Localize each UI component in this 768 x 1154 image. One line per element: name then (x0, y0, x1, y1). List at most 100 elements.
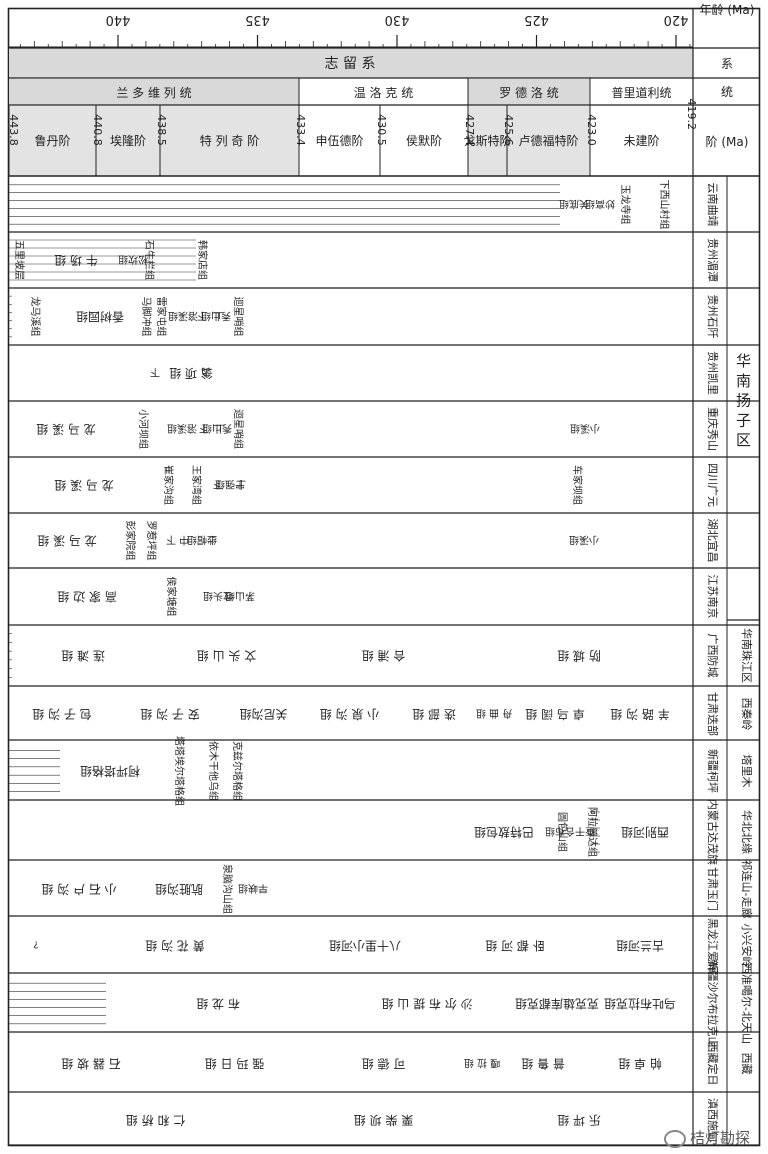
stage-label: 戈斯特阶 (463, 133, 511, 148)
formation-label: 帕 卓 组 (618, 1057, 662, 1072)
formation-label: 上 (207, 534, 217, 546)
system-name: 志 留 系 (325, 56, 376, 72)
formation-label: 香树园组 (76, 310, 124, 325)
age-tick-label: 420 (664, 12, 689, 27)
formation-label: 下 (150, 366, 160, 377)
stage-label: 鲁丹阶 (34, 134, 70, 148)
region-label: 内蒙古达茂旗 (706, 799, 720, 865)
formation-label: 翁 项 组 (169, 366, 213, 380)
formation-label: 侯家塘组 (165, 577, 178, 617)
formation-label: 关尼沟组 (239, 707, 287, 721)
formation-label: 小河坝组 (137, 409, 150, 449)
formation-label: 古兰河组 (616, 939, 664, 954)
formation-label: 高 家 边 组 (57, 590, 116, 605)
formation-label: 韩家店组 (196, 240, 209, 280)
formation-label: 肮脏沟组 (155, 882, 203, 897)
formation-label: 沙 尔 布 提 山 组 (381, 997, 472, 1012)
region-label: 云南曲靖 (706, 183, 719, 227)
stage-boundary-label: 427.4 (463, 114, 476, 146)
region-group-label: 西准噶尔-北天山 (740, 963, 753, 1044)
stage-band-bg-llandovery (9, 106, 299, 176)
formation-label: 巴特敖包组 (474, 825, 534, 840)
formation-label: 阿拉普达组 (586, 807, 599, 857)
formation-label: 连 滩 组 (61, 649, 105, 664)
stage-boundary-label: 443.8 (7, 114, 20, 146)
formation-label: 龙 马 溪 组 (37, 534, 96, 548)
formation-label: 关底组 (559, 198, 589, 211)
formation-label: 普 鲁 组 (521, 1057, 565, 1071)
region-label: 贵州石阡 (706, 295, 719, 339)
formation-label: 柯坪塔格组 (80, 764, 140, 779)
header-system: 系 (721, 57, 733, 71)
formation-label: 依木干他乌组 (207, 741, 220, 801)
region-label: 湖北宜昌 (706, 519, 720, 563)
formation-label: 石牛栏组 (143, 240, 156, 280)
formation-label: 仁 和 桥 组 (126, 1113, 185, 1127)
formation-label: 妙高组 (585, 198, 615, 211)
formation-label: 圆包山组 (556, 812, 569, 852)
stage-boundary-label: 433.4 (294, 114, 307, 146)
formation-label: 八十里小河组 (329, 939, 401, 953)
formation-label: 上 (236, 478, 246, 490)
formation-label: 小 石 户 沟 组 (41, 882, 116, 897)
stage-label: 申伍德阶 (315, 133, 363, 148)
formation-label: 下 (199, 422, 209, 433)
formation-label: 迴星哨组 (232, 297, 245, 337)
header-age: 年龄 (Ma) (700, 3, 755, 17)
region-label: 新疆沙尔布拉克山 (706, 960, 720, 1048)
region-group-label: 华北北缘 (740, 810, 754, 854)
region-label: 贵州湄潭 (706, 238, 719, 282)
formation-label: 迴星哨组 (232, 409, 245, 449)
formation-label: 下 (197, 310, 207, 321)
formation-label: 彭家院组 (124, 521, 137, 561)
formation-label: 上 (213, 310, 223, 322)
formation-label: 包 子 沟 组 (32, 707, 91, 721)
series-label: 罗 德 洛 统 (499, 85, 558, 100)
formation-label: 玉龙寺组 (619, 185, 632, 225)
system-band-bg (9, 48, 693, 78)
formation-label: 舟 曲 组 (476, 707, 512, 720)
stage-boundary-label: 419.2 (685, 99, 698, 131)
formation-label: 布 龙 组 (196, 997, 240, 1011)
region-label: 黑龙江爱辉 (706, 918, 719, 973)
formation-label: 卓 乌 阔 组 (525, 707, 584, 722)
formation-label: 宁强组 (215, 478, 245, 491)
stage-boundary-label: 423.0 (585, 114, 598, 146)
region-label: 江苏南京 (706, 575, 720, 619)
region-label: 广西防城 (706, 634, 720, 678)
region-label: 四川广元 (706, 463, 719, 507)
formation-label: 中 (179, 534, 189, 547)
formation-label: 栗 柴 坝 组 (354, 1113, 413, 1127)
formation-label: 卧 都 河 组 (485, 939, 544, 953)
header-series: 统 (721, 85, 733, 99)
formation-label: 安 子 沟 组 (140, 707, 199, 722)
formation-label: 龙马溪组 (29, 297, 42, 337)
region-group-label: 塔里木 (740, 755, 753, 788)
formation-label: 嘎 拉 组 (464, 1057, 500, 1070)
stage-boundary-label: 440.8 (91, 114, 104, 146)
region-group-label: 祁连山-走廊 (740, 860, 754, 919)
formation-label: 石 器 坡 组 (61, 1057, 120, 1071)
formation-label: 溶溪组 (167, 422, 197, 435)
formation-label: 泉脑沟山组 (221, 864, 234, 914)
formation-label: 克克雄库都克组 (515, 997, 599, 1012)
region-group-label: 西秦岭 (740, 698, 754, 731)
stage-label: 特 列 奇 阶 (200, 133, 259, 148)
stage-band-bg-ludlow (468, 106, 590, 176)
region-labels-layer: 云南曲靖贵州湄潭贵州石阡贵州凯里重庆秀山四川广元湖北宜昌江苏南京广西防城华南珠江… (706, 183, 754, 1143)
formation-label: 小溪组 (570, 422, 600, 435)
region-group-label: 西藏 (740, 1053, 753, 1075)
formation-label: 迭 部 组 (412, 707, 456, 722)
region-rows-layer (9, 176, 760, 1146)
series-band-bg-llandovery (9, 79, 299, 105)
formation-label: 马脚冲组 (140, 297, 153, 337)
formation-label: 溶溪组 (168, 310, 198, 323)
region-label: 甘肃迭部 (706, 692, 720, 736)
stage-label: 卢德福特阶 (518, 133, 578, 148)
big-region-label: 华 南 扬 子 区 (734, 353, 752, 447)
formation-label: 秀山组 (202, 422, 232, 435)
